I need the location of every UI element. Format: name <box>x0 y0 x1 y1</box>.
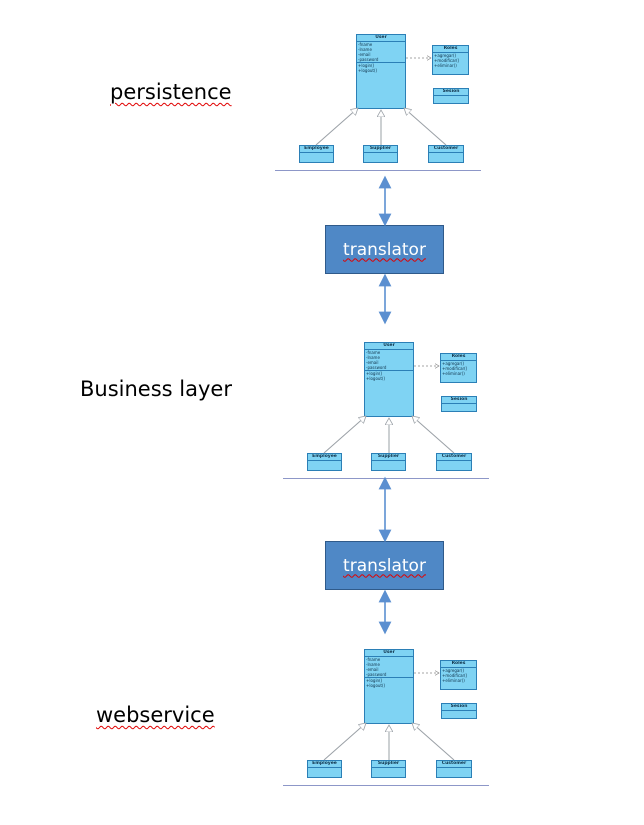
class-attribute: -fname <box>358 42 373 47</box>
class-title: Customer <box>437 761 471 768</box>
layer-baseline <box>275 170 481 171</box>
class-supplier: Supplier <box>371 760 406 778</box>
class-sesion: Sesion <box>441 703 477 719</box>
class-method: +modificar() <box>442 366 468 371</box>
class-attributes: -fname -lname -email -password <box>365 657 413 678</box>
class-attribute: -password <box>358 57 379 62</box>
class-attribute: -email <box>366 667 379 672</box>
layer-label-business-layer: Business layer <box>80 377 232 401</box>
class-method: +modificar() <box>442 673 468 678</box>
class-attribute: -password <box>366 672 387 677</box>
class-title: User <box>365 343 413 350</box>
class-attribute: -lname <box>366 355 380 360</box>
class-method: +login() <box>366 371 383 376</box>
class-title: Sesion <box>442 704 476 711</box>
uml-relations-business-layer <box>323 366 455 454</box>
class-methods: +login() +logout() <box>365 678 413 688</box>
layer-label-persistence: persistence <box>110 80 232 104</box>
class-title: User <box>357 35 405 42</box>
class-employee: Employee <box>307 760 342 778</box>
class-methods: +agregar() +modificar() +eliminar() <box>441 668 476 683</box>
class-methods: +login() +logout() <box>357 63 405 73</box>
class-title: Roles <box>441 354 476 361</box>
class-attribute: -fname <box>366 657 381 662</box>
class-title: Roles <box>441 661 476 668</box>
class-attribute: -lname <box>358 47 372 52</box>
class-employee: Employee <box>299 145 334 163</box>
class-attribute: -lname <box>366 662 380 667</box>
class-methods: +agregar() +modificar() +eliminar() <box>441 361 476 376</box>
class-title: Sesion <box>442 397 476 404</box>
class-title: Customer <box>437 454 471 461</box>
class-attributes: -fname -lname -email -password <box>365 350 413 371</box>
class-customer: Customer <box>436 760 472 778</box>
class-user: User -fname -lname -email -password +log… <box>356 34 406 109</box>
class-title: Supplier <box>372 761 405 768</box>
class-attributes: -fname -lname -email -password <box>357 42 405 63</box>
class-roles: Roles +agregar() +modificar() +eliminar(… <box>440 353 477 383</box>
class-supplier: Supplier <box>371 453 406 471</box>
class-title: User <box>365 650 413 657</box>
class-title: Supplier <box>372 454 405 461</box>
class-attribute: -email <box>366 360 379 365</box>
class-attribute: -fname <box>366 350 381 355</box>
translator-label: translator <box>343 239 426 260</box>
class-title: Customer <box>429 146 463 153</box>
class-sesion: Sesion <box>433 88 469 104</box>
translator-box-1: translator <box>325 225 444 274</box>
class-method: +eliminar() <box>442 371 465 376</box>
class-method: +eliminar() <box>434 63 457 68</box>
class-title: Roles <box>433 46 468 53</box>
class-supplier: Supplier <box>363 145 398 163</box>
class-method: +agregar() <box>442 668 465 673</box>
class-method: +agregar() <box>434 53 457 58</box>
class-method: +logout() <box>366 683 386 688</box>
class-employee: Employee <box>307 453 342 471</box>
class-attribute: -password <box>366 365 387 370</box>
layer-baseline <box>283 785 489 786</box>
class-method: +eliminar() <box>442 678 465 683</box>
class-title: Employee <box>308 454 341 461</box>
class-roles: Roles +agregar() +modificar() +eliminar(… <box>440 660 477 690</box>
layer-label-webservice: webservice <box>96 703 215 727</box>
translator-label: translator <box>343 555 426 576</box>
class-method: +login() <box>358 63 375 68</box>
class-user: User -fname -lname -email -password +log… <box>364 342 414 417</box>
class-methods: +agregar() +modificar() +eliminar() <box>433 53 468 68</box>
class-title: Sesion <box>434 89 468 96</box>
uml-relations-persistence <box>315 58 447 146</box>
class-methods: +login() +logout() <box>365 371 413 381</box>
class-method: +login() <box>366 678 383 683</box>
class-title: Employee <box>308 761 341 768</box>
layer-label-business-layer-text: Business layer <box>80 377 232 401</box>
class-method: +logout() <box>358 68 378 73</box>
class-attribute: -email <box>358 52 371 57</box>
class-user: User -fname -lname -email -password +log… <box>364 649 414 724</box>
uml-relations-webservice <box>323 673 455 761</box>
class-method: +modificar() <box>434 58 460 63</box>
class-sesion: Sesion <box>441 396 477 412</box>
class-method: +logout() <box>366 376 386 381</box>
class-roles: Roles +agregar() +modificar() +eliminar(… <box>432 45 469 75</box>
class-customer: Customer <box>436 453 472 471</box>
class-title: Supplier <box>364 146 397 153</box>
class-method: +agregar() <box>442 361 465 366</box>
class-customer: Customer <box>428 145 464 163</box>
class-title: Employee <box>300 146 333 153</box>
